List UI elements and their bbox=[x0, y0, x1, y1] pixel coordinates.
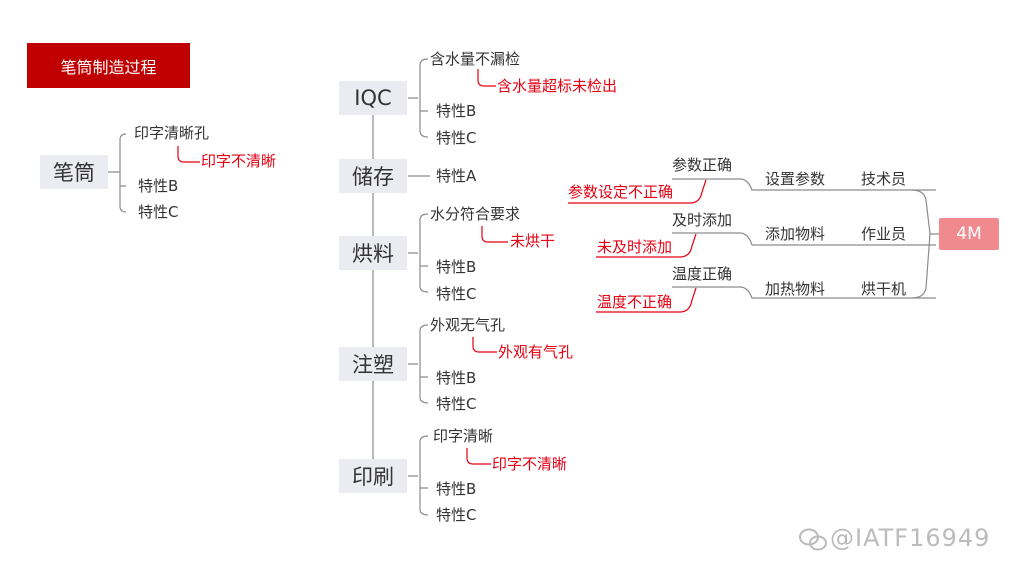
m4-row3-step: 加热物料 bbox=[765, 280, 826, 298]
left-feature-2: 特性B bbox=[138, 177, 179, 195]
stage-molding: 注塑 bbox=[339, 347, 407, 381]
stage-drying: 烘料 bbox=[339, 236, 407, 270]
drying-feature-1: 水分符合要求 bbox=[430, 205, 521, 223]
molding-feature-3: 特性C bbox=[436, 395, 477, 413]
drying-failure: 未烘干 bbox=[510, 232, 556, 250]
drying-bracket bbox=[408, 213, 429, 293]
m4-row2-requirement: 及时添加 bbox=[672, 211, 733, 229]
m4-row1-resource: 技术员 bbox=[861, 170, 907, 188]
molding-feature-2: 特性B bbox=[436, 369, 477, 387]
iqc-failure: 含水量超标未检出 bbox=[497, 77, 618, 95]
iqc-bracket bbox=[408, 58, 429, 138]
drying-failure-line bbox=[481, 226, 508, 243]
printing-feature-2: 特性B bbox=[436, 480, 477, 498]
printing-feature-3: 特性C bbox=[436, 506, 477, 524]
m4-row2-line bbox=[672, 232, 936, 246]
molding-failure-line bbox=[472, 337, 497, 353]
m4-row3-failure-line bbox=[596, 287, 697, 313]
m4-bracket bbox=[911, 189, 939, 299]
m4-row2-step: 添加物料 bbox=[765, 225, 826, 243]
m4-row3-line bbox=[672, 286, 936, 299]
m4-row1-line bbox=[672, 178, 936, 191]
m4-row1-step: 设置参数 bbox=[765, 170, 826, 188]
molding-bracket bbox=[408, 324, 429, 404]
molding-feature-1: 外观无气孔 bbox=[430, 316, 506, 334]
left-feature-3: 特性C bbox=[138, 203, 179, 221]
stage-storage: 储存 bbox=[339, 159, 407, 193]
m4-row1-failure-line bbox=[568, 179, 707, 204]
m4-row2-failure: 未及时添加 bbox=[597, 238, 673, 256]
m4-row1-requirement: 参数正确 bbox=[672, 156, 733, 174]
left-failure-line bbox=[177, 146, 200, 163]
molding-failure: 外观有气孔 bbox=[498, 343, 574, 361]
printing-failure-line bbox=[466, 448, 491, 465]
left-bracket bbox=[108, 133, 127, 213]
m4-row3-failure: 温度不正确 bbox=[597, 293, 673, 311]
m4-row2-resource: 作业员 bbox=[861, 225, 907, 243]
printing-bracket bbox=[408, 435, 429, 516]
m4-row1-failure: 参数设定不正确 bbox=[568, 183, 674, 201]
stage-iqc: IQC bbox=[339, 81, 407, 115]
storage-feature-1: 特性A bbox=[436, 167, 477, 185]
iqc-feature-1: 含水量不漏检 bbox=[430, 50, 521, 68]
watermark: @IATF16949 bbox=[830, 524, 991, 552]
stage-printing: 印刷 bbox=[339, 459, 407, 493]
chat-bubble-icon bbox=[799, 528, 827, 551]
left-feature-1: 印字清晰孔 bbox=[134, 124, 210, 142]
m4-node: 4M bbox=[939, 218, 999, 250]
left-failure: 印字不清晰 bbox=[201, 152, 277, 170]
printing-feature-1: 印字清晰 bbox=[433, 427, 494, 445]
diagram-title: 笔筒制造过程 bbox=[27, 43, 190, 88]
iqc-feature-2: 特性B bbox=[436, 102, 477, 120]
drying-feature-2: 特性B bbox=[436, 258, 477, 276]
left-root-node: 笔筒 bbox=[40, 155, 108, 189]
printing-failure: 印字不清晰 bbox=[492, 455, 568, 473]
m4-row3-requirement: 温度正确 bbox=[672, 265, 733, 283]
iqc-feature-3: 特性C bbox=[436, 129, 477, 147]
m4-row2-failure-line bbox=[596, 233, 697, 258]
m4-row3-resource: 烘干机 bbox=[861, 280, 907, 298]
iqc-failure-line bbox=[477, 69, 496, 87]
drying-feature-3: 特性C bbox=[436, 285, 477, 303]
